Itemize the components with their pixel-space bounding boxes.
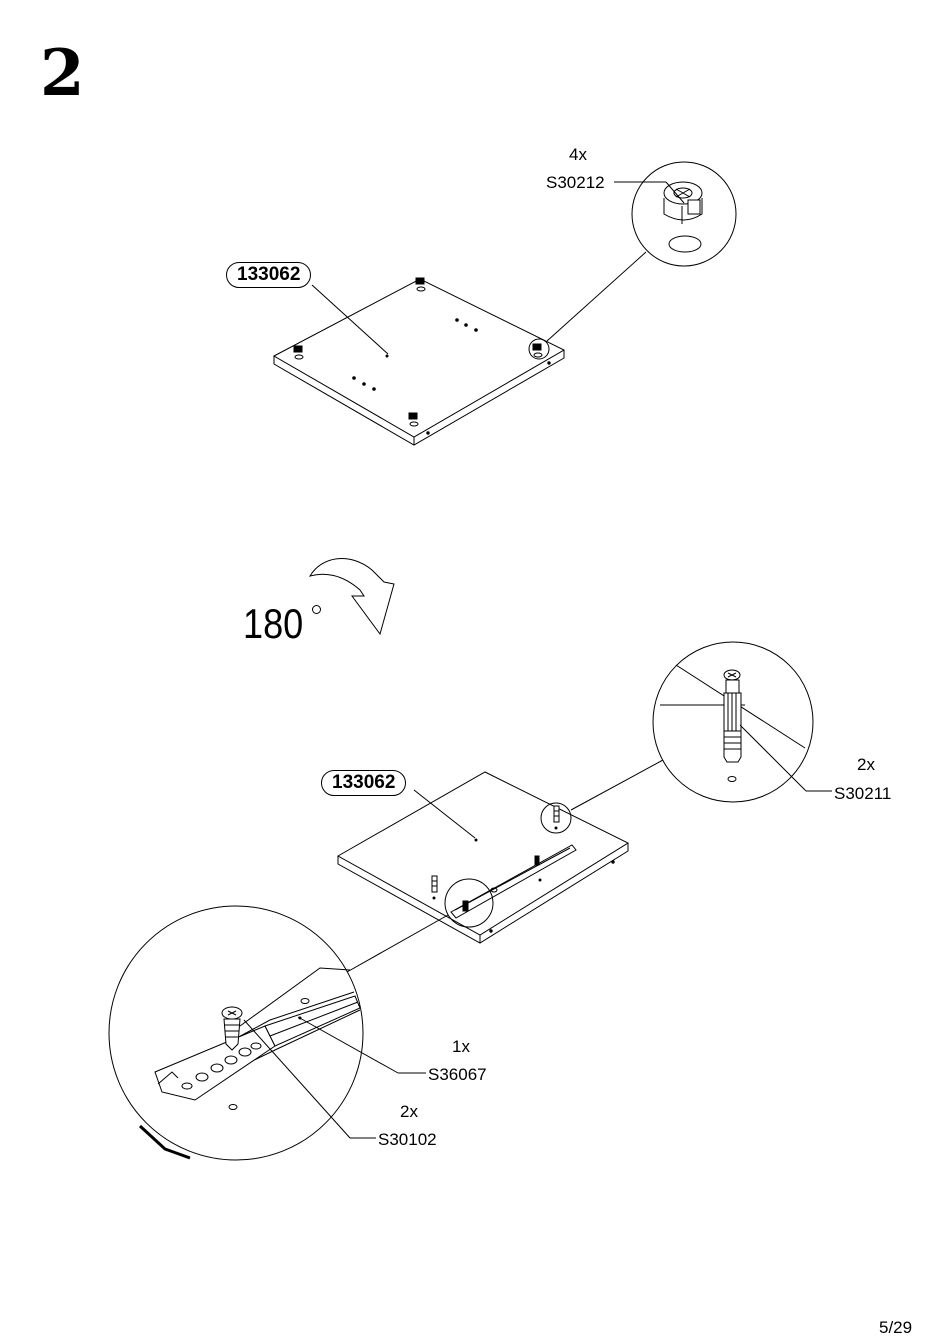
degree-symbol bbox=[312, 605, 321, 614]
rail-quantity: 1x bbox=[452, 1037, 470, 1056]
screw-quantity: 2x bbox=[400, 1102, 418, 1121]
rotation-angle: 180 bbox=[243, 600, 304, 647]
rotate-arrow-icon bbox=[308, 558, 395, 636]
top-panel bbox=[272, 278, 566, 446]
dowel-part-code: S30211 bbox=[834, 784, 892, 803]
cam-lock-fitting-icon bbox=[614, 161, 737, 267]
bottom-panel bbox=[336, 771, 630, 944]
bottom-panel-rail bbox=[450, 844, 577, 919]
bottom-leaders bbox=[346, 759, 664, 973]
top-panel-id-badge: 133062 bbox=[226, 262, 312, 288]
step-number: 2 bbox=[40, 36, 85, 111]
drawer-rail-icon bbox=[108, 905, 426, 1161]
dowel-fitting-icon bbox=[652, 641, 832, 803]
top-panel-cam-locks bbox=[293, 277, 550, 427]
page-number: 5/29 bbox=[879, 1318, 913, 1337]
screw-icon bbox=[221, 1006, 376, 1139]
bottom-panel-dowels bbox=[431, 802, 572, 900]
dowel-quantity: 2x bbox=[857, 755, 875, 774]
cam-lock-quantity: 4x bbox=[569, 145, 587, 164]
cam-lock-part-code: S30212 bbox=[546, 173, 605, 192]
top-leaders bbox=[311, 251, 647, 355]
bottom-panel-id-badge: 133062 bbox=[321, 770, 407, 796]
rail-part-code: S36067 bbox=[428, 1065, 487, 1084]
screw-part-code: S30102 bbox=[378, 1130, 437, 1149]
